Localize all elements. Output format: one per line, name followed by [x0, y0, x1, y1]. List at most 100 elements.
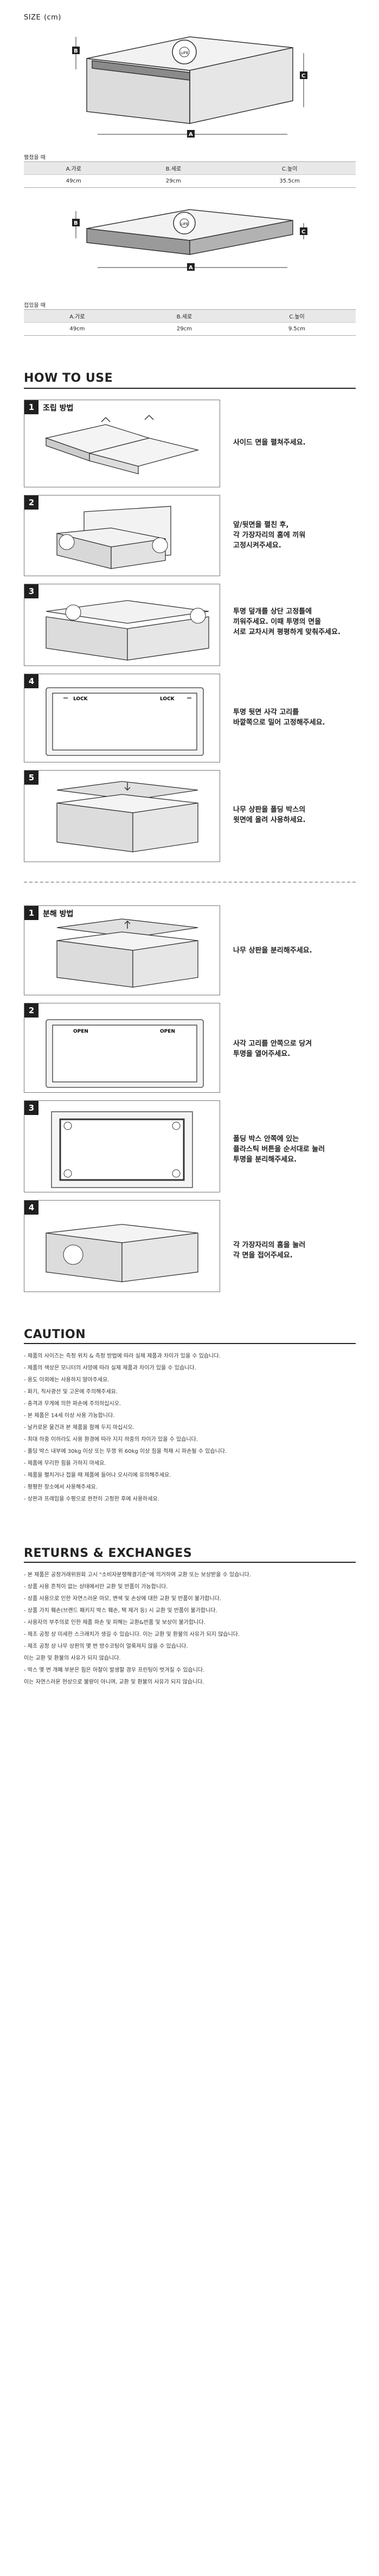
disassembly-step-4-panel: 4: [24, 1200, 220, 1292]
open-size-table: A.가로 B.세로 C.높이 49cm 29cm 35.5cm: [24, 161, 356, 188]
disassembly-step-2-panel: 2 OPEN OPEN: [24, 1003, 220, 1093]
caution-item: - 용도 이외에는 사용하지 말아주세요.: [24, 1377, 110, 1383]
size-title: SIZE (cm): [24, 12, 61, 22]
disassembly-step-1-illustration: [56, 918, 198, 988]
disassembly-step-4-text: 각 가장자리의 홈을 눌러 각 면을 접어주세요.: [233, 1241, 306, 1260]
label-a-open: A: [189, 132, 193, 138]
assembly-step-4-illustration: LOCK LOCK: [46, 687, 204, 756]
folded-caption: 접었을 때: [24, 303, 46, 309]
assembly-step-5-panel: 5: [24, 770, 220, 862]
disassembly-step-2-illustration: OPEN OPEN: [46, 1019, 204, 1088]
assembly-step-4-number: 4: [24, 674, 38, 688]
label-b-folded: B: [74, 220, 78, 226]
open-box-dimension-diagram: LIFE A B C: [72, 36, 307, 138]
disassembly-step-3-number: 3: [24, 1101, 38, 1115]
disassembly-step-3-text: 폴딩 박스 안쪽에 있는 플라스틱 버튼을 순서대로 눌러 투명을 분리해주세요…: [233, 1135, 325, 1164]
disassembly-step-3-illustration: [51, 1111, 193, 1188]
assembly-step-4-panel: 4 LOCK LOCK: [24, 674, 220, 762]
open-value-c: 35.5cm: [223, 174, 356, 188]
caution-item: - 최대 하중 이하라도 사용 환경에 따라 지지 하중의 차이가 있을 수 있…: [24, 1437, 198, 1443]
returns-item: - 상품 사용 흔적이 없는 상태에서만 교환 및 반품이 가능합니다.: [24, 1584, 168, 1590]
assembly-step-1-number: 1: [24, 400, 38, 414]
folded-value-a: 49cm: [24, 322, 131, 336]
disassembly-step-1-number: 1: [24, 906, 38, 920]
caution-item: - 제품을 펼치거나 접을 때 제품에 들어나 오시리에 유의해주세요.: [24, 1472, 171, 1478]
open-header-a: A.가로: [24, 161, 124, 175]
lock-label-left: LOCK: [73, 696, 88, 702]
lock-label-right: LOCK: [160, 696, 175, 702]
size-title-text: SIZE: [24, 14, 41, 22]
returns-item: 이는 자연스러운 현상으로 불량이 아니며, 교환 및 환불의 사유가 되지 않…: [24, 1679, 204, 1685]
assembly-step-2-panel: 2: [24, 495, 220, 576]
returns-item: - 사용자의 부주의로 인한 제품 파손 및 피해는 교환&반품 및 보상이 불…: [24, 1620, 205, 1626]
folded-size-table: A.가로 B.세로 C.높이 49cm 29cm 9.5cm: [24, 309, 356, 336]
caution-title: CAUTION: [24, 1328, 86, 1341]
open-box-logo-text: LIFE: [181, 51, 188, 55]
caution-item: - 상판과 프레임을 수평으로 완전히 고정한 후에 사용하세요.: [24, 1496, 159, 1502]
returns-divider: [24, 1562, 356, 1563]
disassembly-step-3-panel: 3: [24, 1100, 220, 1192]
caution-item: - 충격과 무게에 의한 파손에 주의하십시오.: [24, 1401, 121, 1407]
caution-item: - 제품의 사이즈는 측정 위치 & 측정 방법에 따라 실제 제품과 차이가 …: [24, 1353, 221, 1359]
assembly-step-3-panel: 3: [24, 584, 220, 666]
open-label-left: OPEN: [73, 1029, 88, 1034]
returns-item: - 본 제품은 공정거래위원회 고시 "소비자분쟁해결기준"에 의거하여 교환 …: [24, 1572, 251, 1578]
label-c-folded: C: [301, 229, 305, 235]
open-caption: 펼쳤을 때: [24, 155, 46, 161]
caution-divider: [24, 1343, 356, 1344]
label-c-open: C: [301, 73, 305, 79]
section-dashed-divider: [24, 882, 356, 883]
caution-item: - 날카로운 물건과 본 제품을 함께 두지 마십시오.: [24, 1425, 134, 1431]
assembly-step-1-illustration: [44, 415, 200, 474]
folded-box-logo-text: LIFE: [181, 222, 188, 226]
disassembly-method-label: 분해 방법: [43, 910, 74, 918]
open-label-right: OPEN: [160, 1029, 175, 1034]
returns-list: - 본 제품은 공정거래위원회 고시 "소비자분쟁해결기준"에 의거하여 교환 …: [24, 1569, 360, 1688]
open-value-a: 49cm: [24, 174, 124, 188]
folded-value-c: 9.5cm: [237, 322, 356, 336]
returns-item: - 상품 사용으로 인한 자연스러운 마모, 변색 및 손상에 대한 교환 및 …: [24, 1596, 222, 1602]
caution-item: - 제품의 색상은 모니터의 사양에 따라 실제 제품과 차이가 있을 수 있습…: [24, 1365, 196, 1371]
assembly-step-1-text: 사이드 면을 펼쳐주세요.: [233, 439, 306, 447]
open-value-b: 29cm: [123, 174, 224, 188]
returns-item: - 박스 몇 번 개폐 부분은 힘은 마찰이 발생할 경우 프린팅이 벗겨질 수…: [24, 1667, 205, 1673]
returns-item: - 상품 가치 훼손(브랜드 패키지 박스 훼손, 택 제거 등) 시 교환 및…: [24, 1608, 217, 1614]
assembly-method-label: 조립 방법: [43, 404, 74, 413]
assembly-step-2-number: 2: [24, 495, 38, 510]
caution-item: - 폴딩 박스 내부에 30kg 이상 또는 뚜껑 위 60kg 이상 짐을 적…: [24, 1449, 227, 1455]
assembly-step-3-number: 3: [24, 584, 38, 598]
returns-item: - 제조 공정 상 미세한 스크래치가 생길 수 있습니다. 이는 교환 및 환…: [24, 1632, 240, 1638]
disassembly-step-2-text: 사각 고리를 안쪽으로 당겨 투명을 열어주세요.: [233, 1040, 312, 1058]
open-header-c: C.높이: [223, 161, 356, 175]
open-header-b: B.세로: [123, 161, 224, 175]
caution-list: - 제품의 사이즈는 측정 위치 & 측정 방법에 따라 실제 제품과 차이가 …: [24, 1351, 360, 1505]
assembly-step-3-illustration: [46, 600, 209, 661]
assembly-step-5-text: 나무 상판을 폴딩 박스의 윗면에 올려 사용하세요.: [233, 806, 306, 824]
returns-title: RETURNS & EXCHANGES: [24, 1547, 192, 1560]
caution-item: - 화기, 직사광선 및 고온에 주의해주세요.: [24, 1389, 118, 1395]
assembly-step-5-illustration: [56, 781, 198, 852]
returns-item: - 제조 공정 상 나무 상판의 몇 번 방수코팅이 얼룩져지 않을 수 있습니…: [24, 1644, 188, 1649]
howto-divider: [24, 388, 356, 389]
disassembly-step-4-number: 4: [24, 1201, 38, 1215]
assembly-step-2-illustration: [56, 506, 171, 569]
assembly-step-1-panel: 1 조립 방법: [24, 400, 220, 487]
caution-item: - 제품에 무리한 힘을 가하지 마세요.: [24, 1460, 106, 1466]
disassembly-step-4-illustration: [46, 1224, 198, 1282]
caution-item: - 평평한 장소에서 사용해주세요.: [24, 1484, 98, 1490]
disassembly-step-1-panel: 1 분해 방법: [24, 905, 220, 995]
disassembly-step-1-text: 나무 상판을 분리해주세요.: [233, 947, 312, 955]
returns-item: 이는 교환 및 환불의 사유가 되지 않습니다.: [24, 1655, 121, 1661]
label-a-folded: A: [189, 265, 193, 271]
size-unit: (cm): [43, 14, 61, 22]
assembly-step-4-text: 투명 뒷면 사각 고리를 바깥쪽으로 밀어 고정해주세요.: [233, 708, 325, 727]
assembly-step-2-text: 앞/뒷면을 펼친 후, 각 가장자리의 홈에 끼워 고정시켜주세요.: [233, 521, 306, 550]
folded-header-b: B.세로: [130, 309, 238, 323]
folded-value-b: 29cm: [130, 322, 238, 336]
folded-header-c: C.높이: [237, 309, 356, 323]
folded-header-a: A.가로: [24, 309, 131, 323]
assembly-step-5-number: 5: [24, 771, 38, 785]
folded-box-dimension-diagram: LIFE A B C: [72, 209, 307, 271]
caution-item: - 본 제품은 14세 이상 사용 가능합니다.: [24, 1413, 115, 1419]
assembly-step-3-text: 투명 덮개를 상단 고정틀에 끼워주세요. 이때 투명의 면을 서로 교차시켜 …: [233, 608, 341, 636]
